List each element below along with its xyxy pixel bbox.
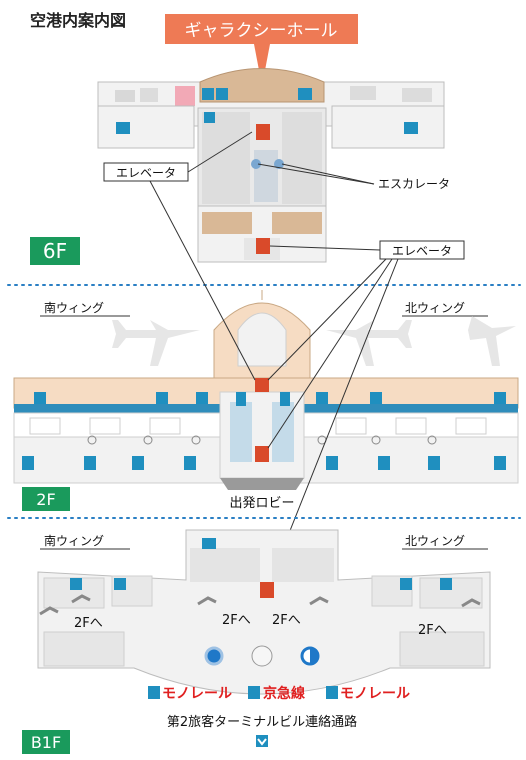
floor-badge-b1f-label: B1F	[31, 733, 61, 752]
restroom-icon	[428, 456, 440, 470]
rail-icon	[326, 686, 338, 699]
map-title: 空港内案内図	[30, 11, 126, 30]
restroom-icon	[196, 392, 208, 404]
restroom-icon	[202, 538, 216, 549]
clock-icon	[87, 435, 97, 445]
monorail-platform-icon	[204, 646, 224, 666]
escalator-icon	[251, 159, 261, 169]
hall-pointer	[254, 44, 270, 86]
escalator-icon	[71, 594, 91, 604]
airplane-silhouette	[112, 320, 200, 366]
floor-2f: 南ウィング 北ウィング	[13, 180, 519, 587]
escalator-icon	[309, 596, 329, 606]
accessible-icon	[204, 112, 215, 123]
restroom-icon	[114, 578, 126, 590]
restroom-icon	[236, 392, 246, 406]
down-arrow-icon	[256, 735, 268, 747]
rail-label-monorail: モノレール	[162, 686, 232, 702]
restroom-icon	[316, 392, 328, 404]
airplane-silhouette	[468, 316, 516, 366]
restroom-icon	[184, 456, 196, 470]
restroom-icon	[34, 392, 46, 404]
escalator-icon	[274, 159, 284, 169]
elevator-icon	[256, 124, 270, 140]
restroom-icon	[494, 392, 506, 404]
rail-icon	[248, 686, 260, 699]
floor-b1f: 南ウィング 北ウィング 2Fへ 2Fへ 2Fへ 2Fへ	[22, 529, 491, 754]
elevator-icon	[260, 582, 274, 598]
elevator-icon	[255, 446, 269, 462]
station-circle	[251, 645, 273, 667]
floor-badge-b1f	[22, 730, 70, 754]
galaxy-hall	[199, 68, 325, 103]
restroom-icon	[202, 88, 214, 100]
floor-badge-2f-label: 2F	[36, 490, 55, 509]
to-2f-label: 2Fへ	[74, 616, 103, 631]
restroom-icon	[378, 456, 390, 470]
clock-icon	[191, 435, 201, 445]
elevator-icon	[255, 378, 269, 392]
hall-callout	[165, 14, 358, 44]
to-2f-label: 2Fへ	[222, 613, 251, 628]
airplane-silhouette	[326, 320, 412, 366]
to-2f-label: 2Fへ	[418, 623, 447, 638]
wing-label-north-2f: 北ウィング	[405, 301, 465, 315]
restroom-icon	[70, 578, 82, 590]
restroom-icon	[326, 456, 338, 470]
floor-badge-6f	[30, 237, 80, 265]
floor-badge-6f-label: 6F	[43, 239, 67, 263]
restroom-icon	[370, 392, 382, 404]
wing-label-south-2f: 南ウィング	[44, 300, 104, 315]
restroom-icon	[440, 578, 452, 590]
restroom-icon	[156, 392, 168, 404]
floor-6f: ギャラクシーホール	[30, 14, 465, 265]
accessible-restroom-icon	[216, 88, 228, 100]
restroom-icon	[400, 578, 412, 590]
floor-plate-b1f	[37, 529, 491, 695]
clock-icon	[143, 435, 153, 445]
escalator-icon	[461, 598, 481, 608]
floor-badge-2f	[22, 487, 70, 511]
clock-icon	[371, 435, 381, 445]
restroom-icon	[84, 456, 96, 470]
departure-lobby-label: 出発ロビー	[229, 496, 294, 511]
hall-label: ギャラクシーホール	[185, 21, 338, 41]
elevator-icon	[256, 238, 270, 254]
restroom-icon	[280, 392, 290, 406]
rail-icon	[148, 686, 160, 699]
rail-label-monorail: モノレール	[340, 686, 410, 702]
restroom-icon	[22, 456, 34, 470]
escalator-callout-label: エスカレータ	[378, 177, 450, 191]
restroom-icon	[298, 88, 312, 100]
restroom-icon	[494, 456, 506, 470]
restroom-icon	[404, 122, 418, 134]
restroom-icon	[116, 122, 130, 134]
restroom-icon	[132, 456, 144, 470]
connector-label: 第2旅客ターミナルビル連絡通路	[167, 714, 357, 730]
to-2f-label: 2Fへ	[272, 613, 301, 628]
elevator-callout-label: エレベータ	[116, 166, 176, 180]
clock-icon	[427, 435, 437, 445]
wing-label-north-b1: 北ウィング	[405, 534, 465, 548]
escalator-icon	[197, 596, 217, 606]
elevator-callout-label: エレベータ	[392, 244, 452, 258]
wing-label-south-b1: 南ウィング	[44, 533, 104, 548]
pink-room	[175, 86, 195, 106]
escalator-icon	[39, 606, 59, 616]
departure-lobby-ramp	[220, 478, 304, 490]
rail-label-keikyu: 京急線	[263, 685, 305, 702]
